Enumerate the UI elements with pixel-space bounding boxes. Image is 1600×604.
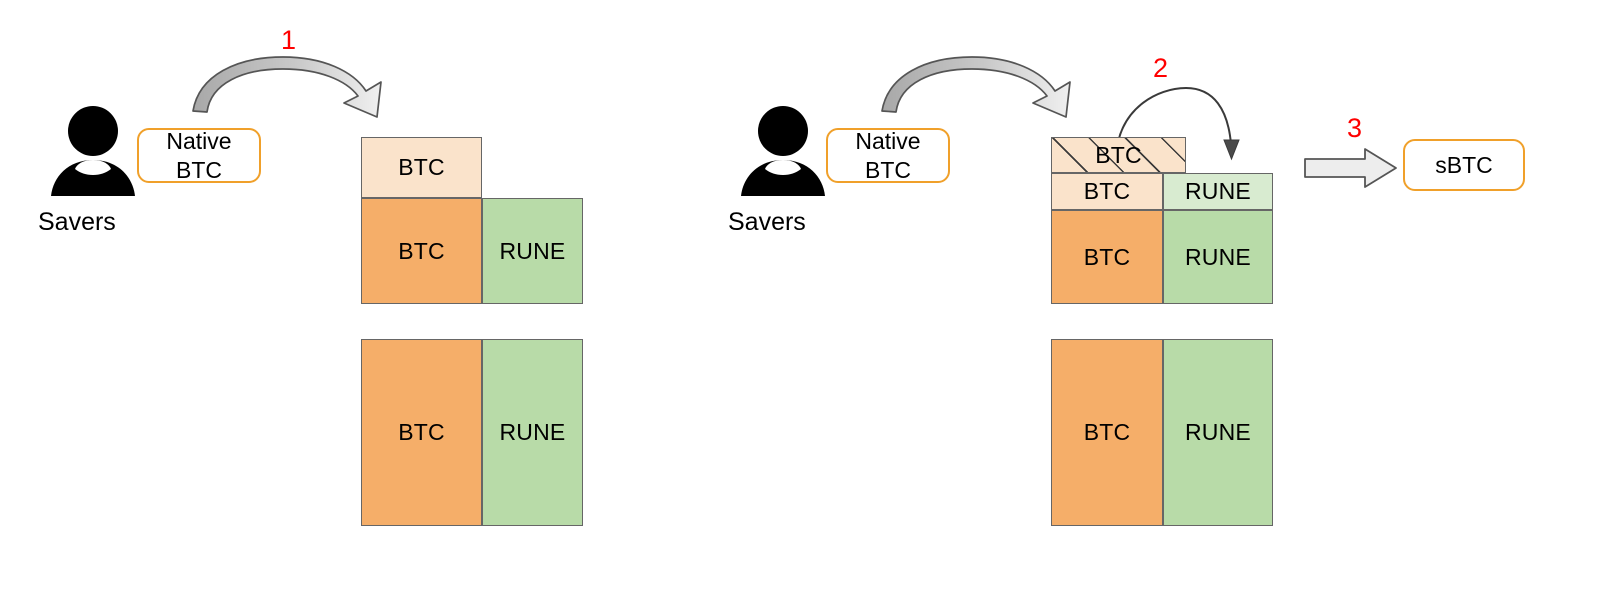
step-number-1: 1 <box>281 25 297 55</box>
pool-light-rune-label: RUNE <box>1185 178 1251 204</box>
person-avatar-icon-right <box>740 105 826 197</box>
native-btc-pill-left: Native BTC <box>137 128 261 183</box>
native-btc-pill-right: Native BTC <box>826 128 950 183</box>
incoming-btc-cell-left: BTC <box>361 137 482 198</box>
pool-bottom-rune-cell-right: RUNE <box>1163 339 1273 526</box>
savers-label-left: Savers <box>38 208 116 236</box>
person-avatar-icon <box>50 105 136 197</box>
step-number-3: 3 <box>1347 113 1363 143</box>
pool-bottom-btc-label: BTC <box>398 419 445 445</box>
pool-top-rune-label-right: RUNE <box>1185 243 1251 270</box>
sbtc-label: sBTC <box>1435 151 1493 178</box>
pool-top-btc-cell-right: BTC <box>1051 210 1163 304</box>
native-btc-line1: Native <box>166 128 232 155</box>
pool-bottom-btc-label-right: BTC <box>1083 419 1131 445</box>
step-number-2: 2 <box>1153 53 1169 83</box>
pool-top-btc-label-right: BTC <box>1083 243 1131 270</box>
pool-top-btc-label: BTC <box>398 237 445 264</box>
incoming-btc-label: BTC <box>398 154 445 180</box>
native-btc-line2: BTC <box>176 156 222 183</box>
pool-light-btc-label: BTC <box>1083 178 1131 204</box>
savers-label-right: Savers <box>728 208 806 236</box>
pool-top-rune-label: RUNE <box>499 237 566 264</box>
curved-block-arrow-left-panel <box>185 55 395 130</box>
pool-bottom-btc-cell-left: BTC <box>361 339 482 526</box>
pool-top-rune-cell-left: RUNE <box>482 198 583 304</box>
curved-block-arrow-right-panel <box>874 55 1084 130</box>
pool-bottom-rune-label: RUNE <box>499 419 566 445</box>
pool-bottom-rune-label-right: RUNE <box>1185 419 1251 445</box>
straight-block-arrow-step3 <box>1303 146 1399 190</box>
pool-bottom-rune-cell-left: RUNE <box>482 339 583 526</box>
native-btc-line2-right: BTC <box>865 156 911 183</box>
curved-thin-arrow-step2 <box>1112 82 1242 164</box>
pool-bottom-btc-cell-right: BTC <box>1051 339 1163 526</box>
hatched-btc-label: BTC <box>1095 141 1142 168</box>
pool-top-rune-cell-right: RUNE <box>1163 210 1273 304</box>
pool-top-btc-cell-left: BTC <box>361 198 482 304</box>
hatched-btc-cell-right: BTC <box>1051 137 1186 173</box>
native-btc-line1-right: Native <box>855 128 921 155</box>
pool-light-btc-cell-right: BTC <box>1051 173 1163 210</box>
sbtc-output-pill: sBTC <box>1403 139 1525 191</box>
pool-light-rune-cell-right: RUNE <box>1163 173 1273 210</box>
